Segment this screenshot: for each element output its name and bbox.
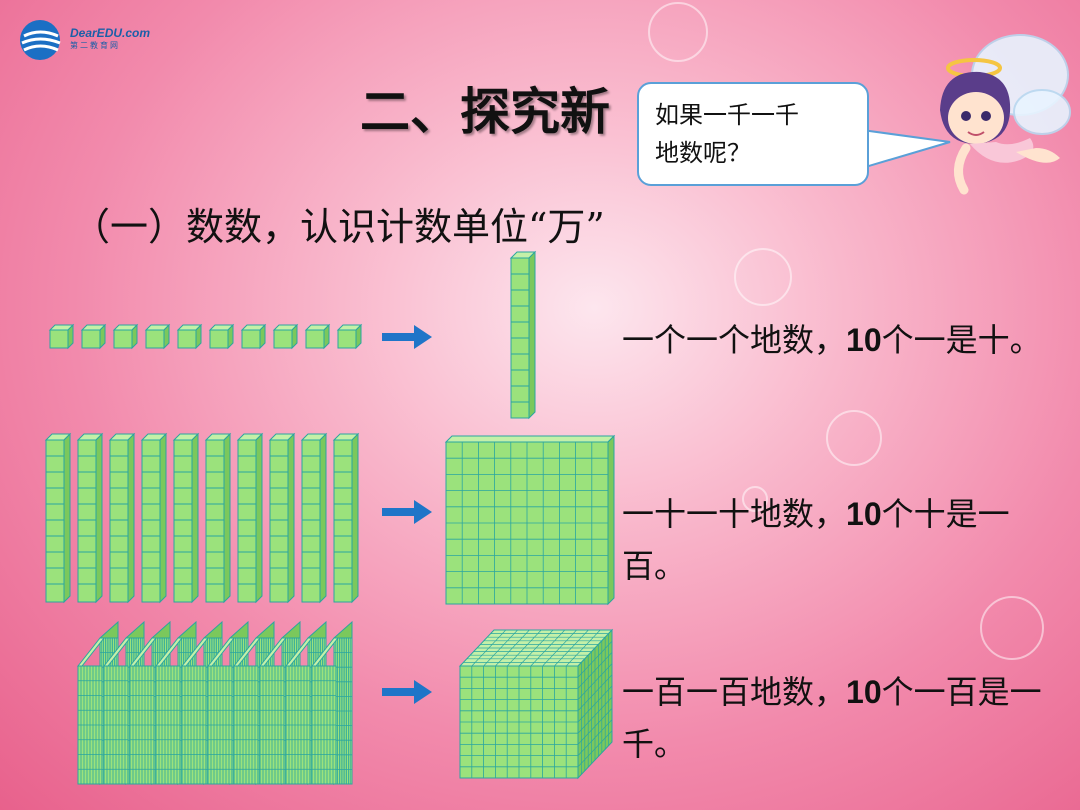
- row-3-post: 个一百是一: [881, 673, 1042, 711]
- row-3-line2: 千。: [622, 725, 687, 763]
- slide-title: 二、探究新: [360, 82, 610, 141]
- row-1-pre: 一个一个地数，: [622, 321, 847, 359]
- decor-ring: [742, 486, 768, 512]
- row-2-text: 一十一十地数，10个十是一 百。: [622, 488, 1010, 592]
- logo: DearEDU.com 第二教育网: [18, 18, 168, 62]
- row-2-count: 10: [846, 496, 882, 532]
- decor-ring: [648, 2, 708, 62]
- decor-ring: [980, 596, 1044, 660]
- row-2-line2: 百。: [622, 547, 687, 585]
- row-3-pre: 一百一百地数，: [622, 673, 847, 711]
- hundred-flats-group: [76, 620, 353, 786]
- ten-rods-group: [45, 433, 359, 603]
- row-2-post: 个十是一: [881, 495, 1010, 533]
- thousand-cube: [458, 628, 614, 780]
- row-1-post: 个一是十。: [881, 321, 1042, 359]
- arrow-right-icon: [382, 500, 432, 524]
- decor-ring: [826, 410, 882, 466]
- speech-line-2: 地数呢？: [655, 139, 751, 167]
- speech-bubble: 如果一千一千 地数呢？: [637, 82, 869, 186]
- decor-ring: [734, 248, 792, 306]
- angel-character-icon: [940, 34, 1071, 195]
- row-3-text: 一百一百地数，10个一百是一 千。: [622, 666, 1042, 770]
- row-2-pre: 一十一十地数，: [622, 495, 847, 533]
- row-1-count: 10: [846, 322, 882, 358]
- logo-globe-icon: [20, 20, 61, 60]
- speech-line-1: 如果一千一千: [655, 101, 799, 129]
- unit-cubes-group: [49, 324, 362, 349]
- hundred-flat: [444, 434, 616, 606]
- logo-brand: DearEDU.com: [70, 26, 151, 40]
- logo-tagline: 第二教育网: [70, 41, 120, 50]
- row-3-count: 10: [846, 674, 882, 710]
- section-subtitle: （一）数数，认识计数单位“万”: [72, 205, 605, 249]
- arrow-right-icon: [382, 680, 432, 704]
- ten-rod: [509, 250, 537, 420]
- row-1-text: 一个一个地数，10个一是十。: [622, 314, 1042, 366]
- arrow-right-icon: [382, 325, 432, 349]
